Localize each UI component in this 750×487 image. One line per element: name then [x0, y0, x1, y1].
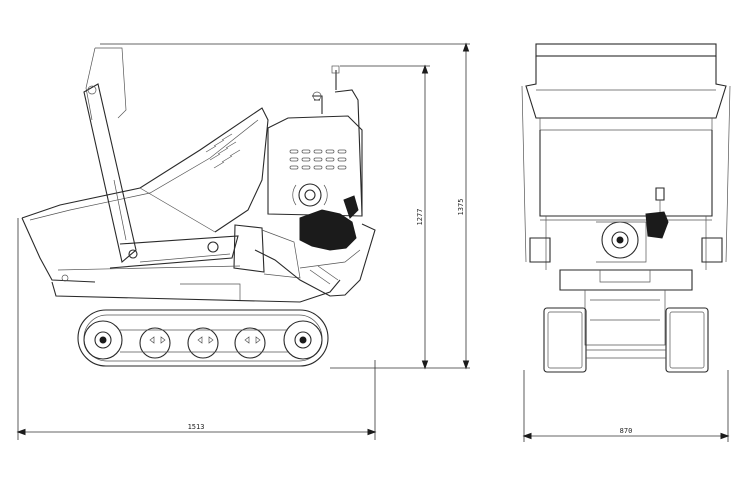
tipping-arm — [83, 83, 239, 269]
side-view: 1513 1277 1375 — [16, 42, 470, 440]
overall-width-label: 870 — [620, 427, 633, 435]
front-tracks — [543, 307, 709, 373]
front-skip — [521, 43, 731, 270]
chassis — [51, 223, 376, 303]
dumper-skip — [21, 47, 269, 283]
overall-length-label: 1513 — [188, 423, 205, 431]
front-view: 870 — [521, 43, 731, 442]
engine-cabinet — [267, 65, 363, 251]
overall-height-label: 1375 — [457, 199, 465, 216]
front-chassis — [559, 269, 693, 346]
side-dimension-lines — [16, 42, 470, 440]
crawler-track — [77, 309, 329, 367]
front-engine — [596, 187, 669, 263]
front-dimension-lines — [522, 370, 730, 442]
handle-height-label: 1277 — [416, 209, 424, 226]
